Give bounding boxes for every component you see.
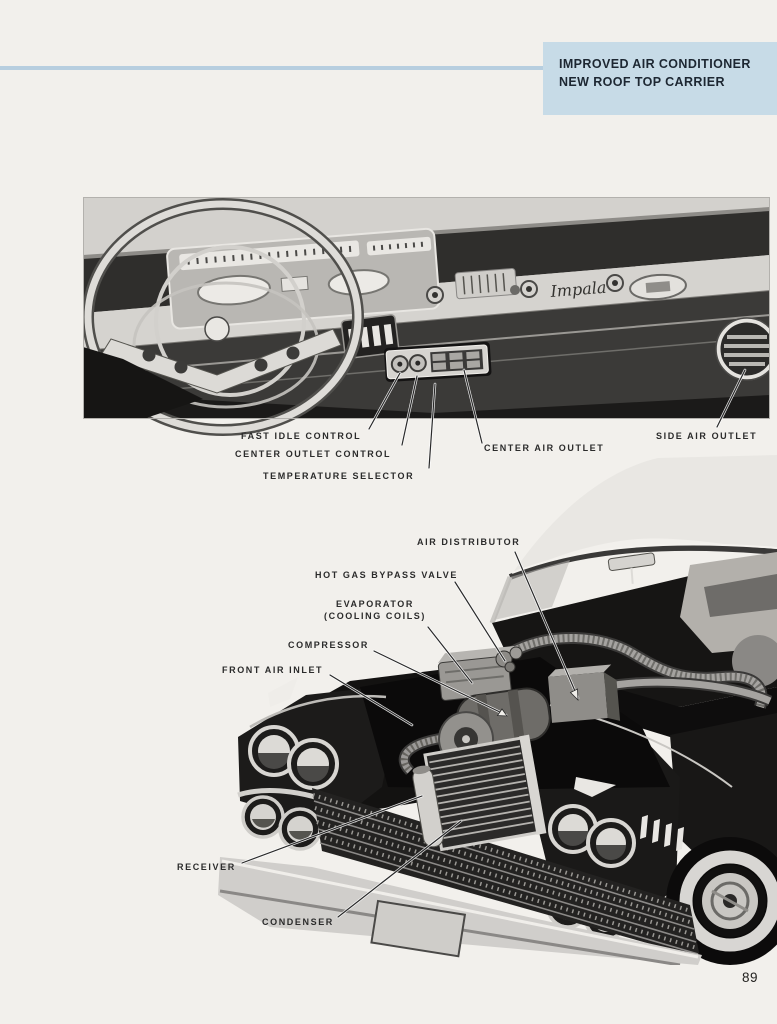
ac-control-unit bbox=[384, 341, 492, 382]
car-cutaway-illustration bbox=[218, 455, 777, 965]
header-line-1: IMPROVED AIR CONDITIONER bbox=[559, 57, 751, 71]
label-compressor: COMPRESSOR bbox=[288, 640, 370, 650]
label-temperature-selector: TEMPERATURE SELECTOR bbox=[263, 471, 415, 481]
car-body bbox=[218, 455, 777, 965]
label-receiver: RECEIVER bbox=[177, 862, 236, 872]
label-center-air-outlet: CENTER AIR OUTLET bbox=[484, 443, 605, 453]
fender-vent-slashes bbox=[640, 815, 684, 851]
steering-wheel bbox=[83, 198, 364, 436]
condenser-core bbox=[412, 734, 547, 852]
dash-knobs bbox=[426, 274, 624, 304]
hood-arrow-ornament-left bbox=[268, 677, 298, 707]
roof-panel bbox=[510, 455, 777, 577]
page-number: 89 bbox=[742, 970, 759, 985]
license-plate bbox=[370, 899, 467, 958]
grille bbox=[312, 788, 700, 958]
label-evaporator-line1: EVAPORATOR bbox=[335, 599, 414, 609]
label-side-air-outlet: SIDE AIR OUTLET bbox=[656, 431, 758, 441]
dashboard-leader-lines bbox=[367, 368, 747, 470]
evaporator-unit bbox=[437, 645, 515, 701]
impala-script: Impala bbox=[549, 278, 607, 301]
header-line-2: NEW ROOF TOP CARRIER bbox=[559, 75, 725, 89]
side-air-outlet-vent bbox=[715, 317, 770, 381]
radio bbox=[454, 268, 518, 300]
front-bumper bbox=[218, 857, 702, 965]
label-air-distributor: AIR DISTRIBUTOR bbox=[417, 537, 521, 547]
label-front-air-inlet: FRONT AIR INLET bbox=[222, 665, 324, 675]
label-evaporator: EVAPORATOR (COOLING COILS) bbox=[300, 598, 450, 622]
label-center-outlet-control: CENTER OUTLET CONTROL bbox=[235, 449, 392, 459]
chevrolet-bird-emblem bbox=[510, 285, 520, 295]
hood-arrow-ornament-right bbox=[574, 777, 616, 797]
rear-view-mirror bbox=[607, 552, 656, 584]
dashboard-photo: Impala bbox=[83, 197, 770, 470]
instrument-cluster bbox=[166, 227, 441, 330]
center-air-outlet-grille bbox=[430, 349, 484, 373]
label-hot-gas-bypass-valve: HOT GAS BYPASS VALVE bbox=[315, 570, 459, 580]
horn-medallion bbox=[204, 316, 230, 342]
left-headlights bbox=[237, 725, 344, 851]
label-evaporator-line2: (COOLING COILS) bbox=[324, 611, 426, 621]
header-banner: IMPROVED AIR CONDITIONER NEW ROOF TOP CA… bbox=[543, 42, 777, 115]
glovebox-emblem bbox=[629, 273, 687, 301]
label-condenser: CONDENSER bbox=[262, 917, 334, 927]
dashboard-illustration: Impala bbox=[83, 197, 770, 436]
header-rule bbox=[0, 66, 545, 70]
label-fast-idle-control: FAST IDLE CONTROL bbox=[241, 431, 362, 441]
car-leader-lines bbox=[240, 550, 580, 919]
